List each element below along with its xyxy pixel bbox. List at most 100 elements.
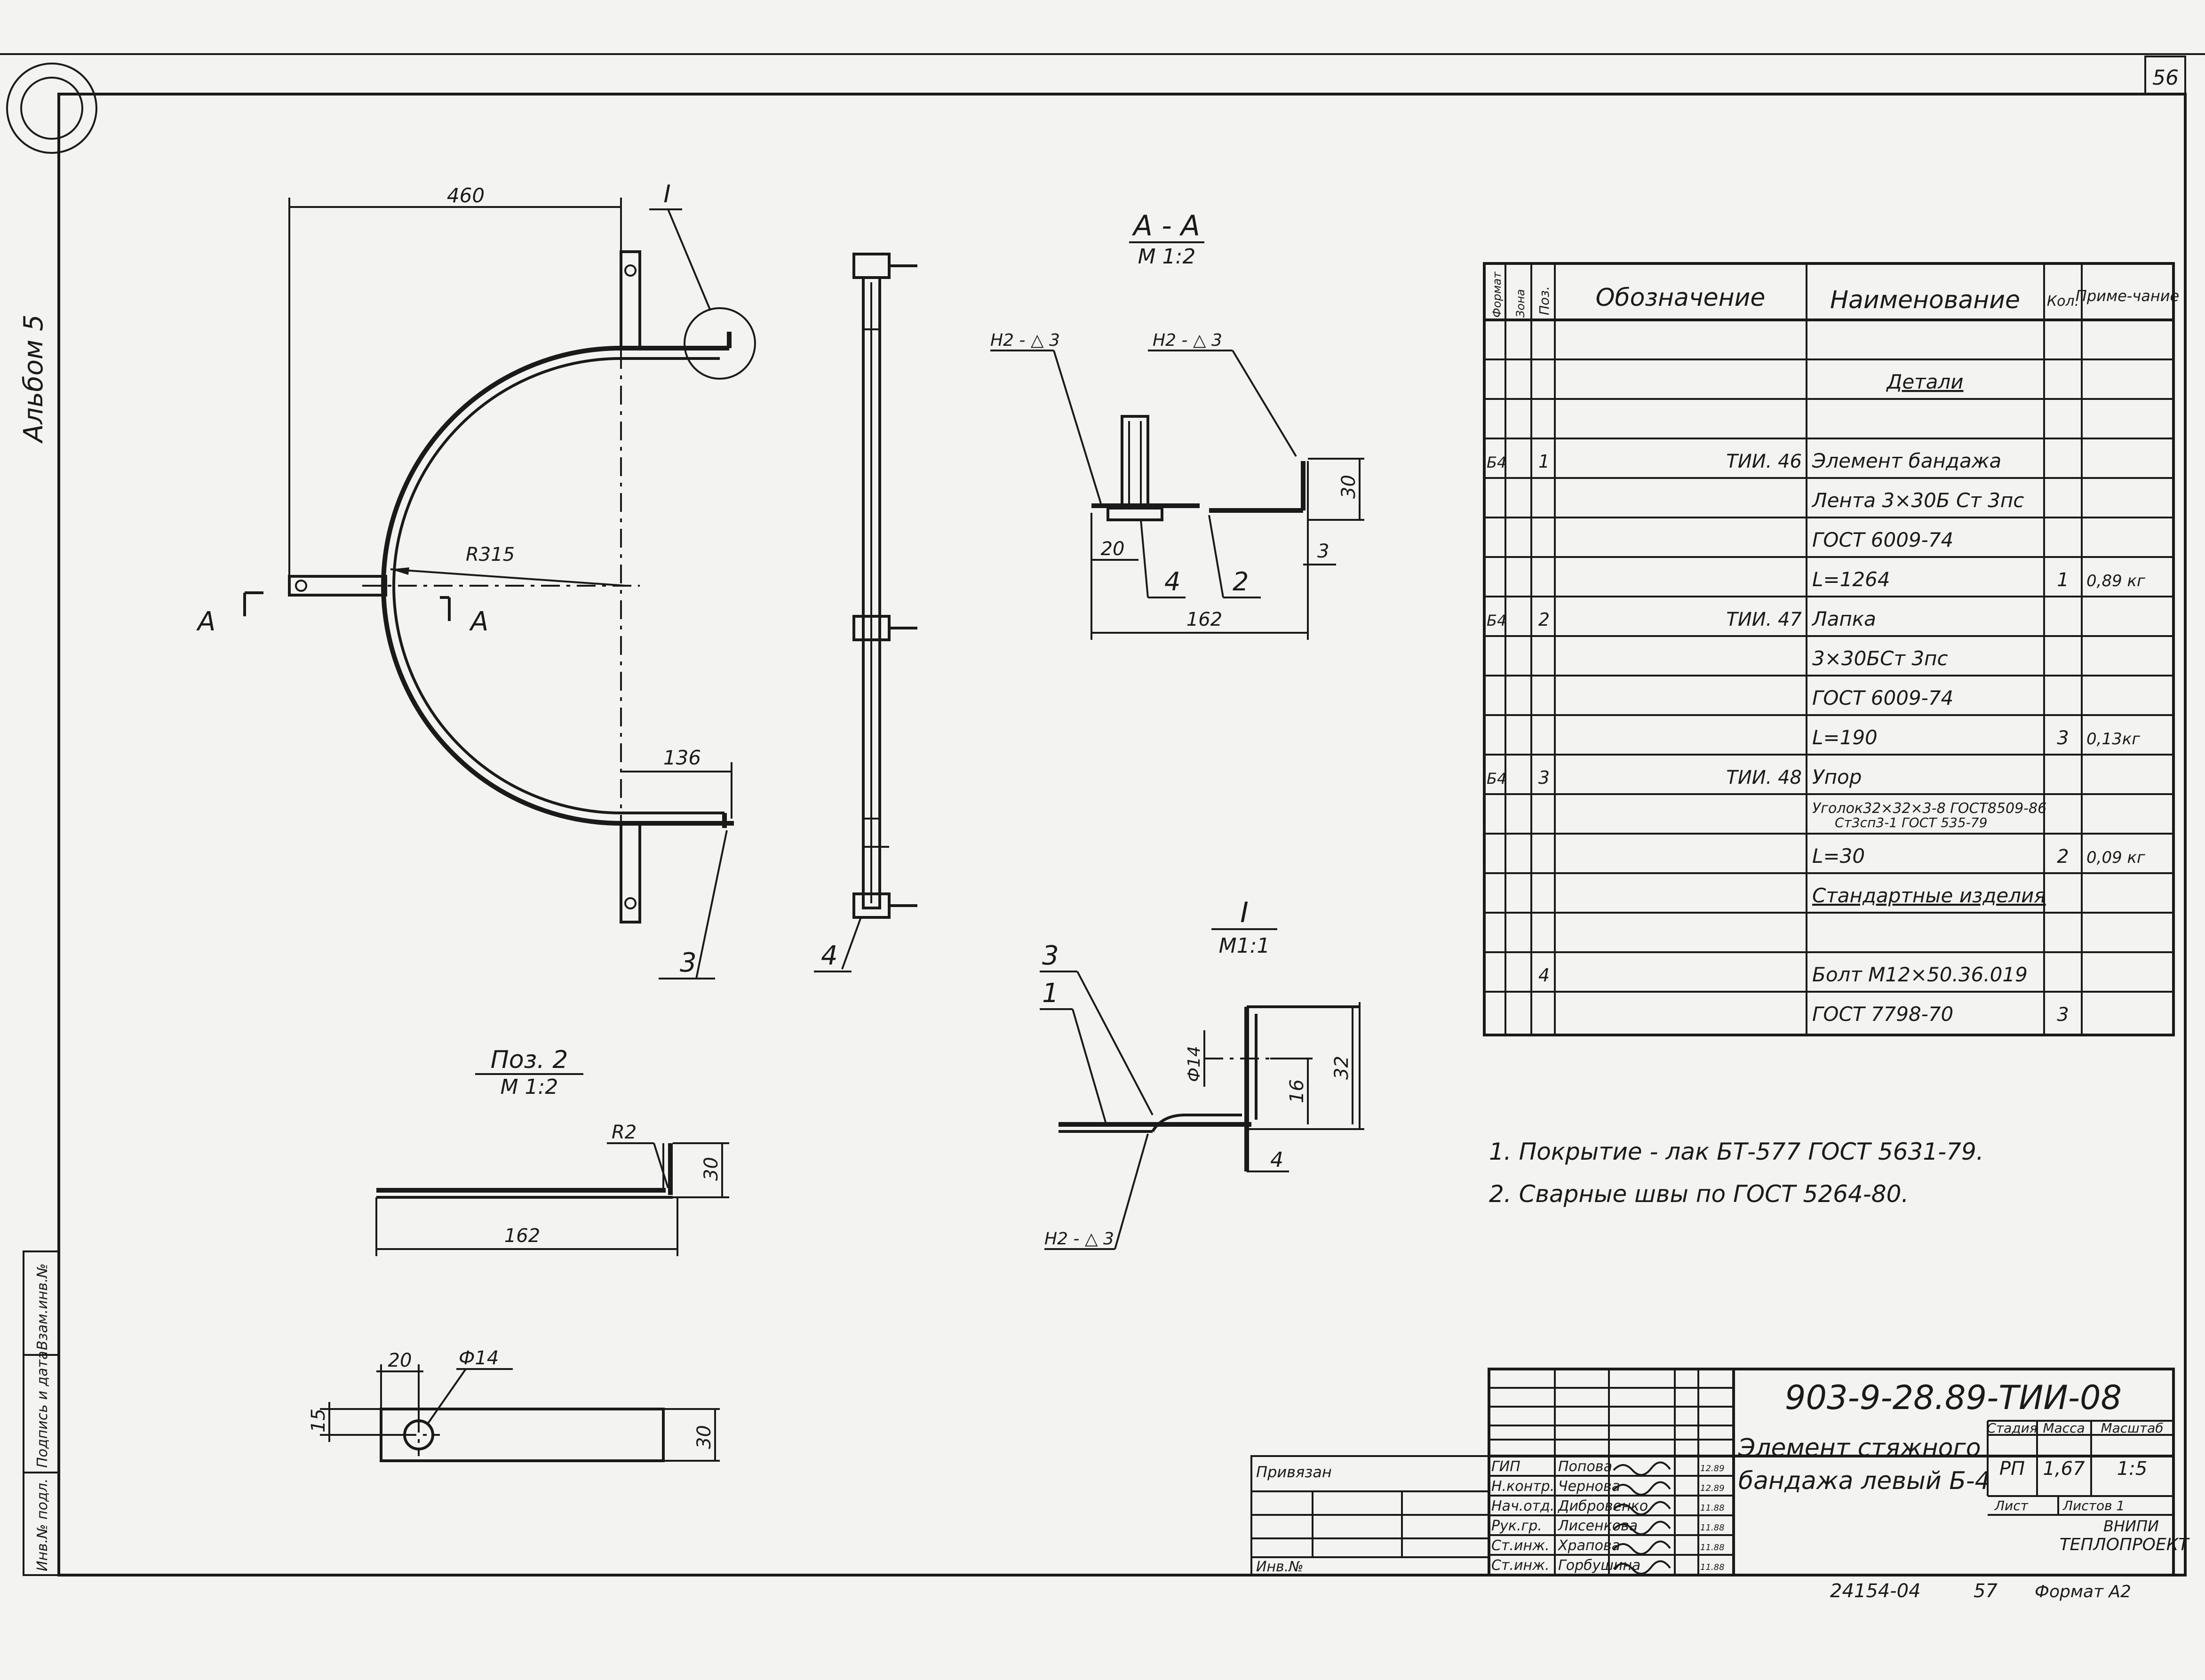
detail-i-title: I xyxy=(1240,896,1249,929)
spec-cell-qty: 1 xyxy=(2057,569,2069,591)
spec-cell-name: ГОСТ 7798-70 xyxy=(1812,1003,1953,1026)
staff-date: 12.89 xyxy=(1700,1464,1725,1473)
detail-i-pos1: 1 xyxy=(1042,978,1059,1009)
staff-date: 11.88 xyxy=(1700,1523,1725,1533)
staff-name: Чернова xyxy=(1558,1478,1620,1495)
album-label: Альбом 5 xyxy=(18,314,49,444)
plate-dim-30: 30 xyxy=(693,1425,715,1449)
section-mark-left: А xyxy=(196,606,215,637)
spec-cell-qty: 2 xyxy=(2057,846,2069,868)
section-aa-dim-3: 3 xyxy=(1317,541,1329,562)
staff-date: 12.89 xyxy=(1700,1483,1725,1493)
detail-i-dim-16: 16 xyxy=(1286,1079,1308,1103)
pos2-title: Поз. 2 xyxy=(491,1046,568,1074)
side-stamp-inv: Инв.№ подл. xyxy=(34,1479,51,1571)
dim-460: 460 xyxy=(447,184,485,207)
callout-i-label: I xyxy=(663,180,670,208)
side-stamp-sign: Подпись и дата xyxy=(34,1351,51,1468)
spec-cell-pos: 4 xyxy=(1538,965,1550,986)
spec-cell-name-line2: Ст3сп3-1 ГОСТ 535-79 xyxy=(1835,815,1987,830)
spec-cell-name: Стандартные изделия xyxy=(1812,884,2046,907)
staff-role: Нач.отд. xyxy=(1491,1498,1554,1514)
spec-cell-pos: 2 xyxy=(1538,609,1550,630)
spec-cell-qty: 3 xyxy=(2057,1004,2069,1026)
side-pos4-label: 4 xyxy=(821,940,838,971)
plate-dim-d14: Ф14 xyxy=(459,1347,499,1369)
drawing-code: 903-9-28.89-ТИИ-08 xyxy=(1785,1378,2122,1417)
spec-cell-qty: 3 xyxy=(2057,727,2069,749)
stamp-seal xyxy=(6,63,97,154)
detail-i-scale: М1:1 xyxy=(1219,934,1270,958)
section-aa-weld-1: Н2 - △ 3 xyxy=(990,331,1060,350)
section-aa-weld-2: Н2 - △ 3 xyxy=(1153,331,1222,350)
detail-i-weld: Н2 - △ 3 xyxy=(1044,1229,1114,1249)
signature-mark xyxy=(1613,1521,1671,1535)
spec-cell-designation: ТИИ. 46 xyxy=(1726,451,1802,472)
spec-cell-pos: 3 xyxy=(1538,767,1550,788)
plate-view: 20 Ф14 15 30 xyxy=(308,1347,720,1462)
side-stamp-replace: Взам.инв.№ xyxy=(34,1263,51,1350)
staff-date: 11.88 xyxy=(1700,1503,1725,1513)
staff-role: ГИП xyxy=(1491,1458,1520,1475)
section-aa-pos4: 4 xyxy=(1164,567,1180,597)
spec-cell-designation: ТИИ. 48 xyxy=(1726,767,1802,788)
note-1: 1. Покрытие - лак БТ-577 ГОСТ 5631-79. xyxy=(1489,1138,1984,1165)
plate-dim-15: 15 xyxy=(308,1409,329,1433)
pos2-dim-162: 162 xyxy=(504,1225,540,1247)
dim-136: 136 xyxy=(663,746,701,769)
spec-cell-format: Б4 xyxy=(1487,454,1506,471)
mass-label: Масса xyxy=(2043,1420,2085,1436)
section-aa-pos2: 2 xyxy=(1233,567,1249,597)
spec-cell-note: 0,09 кг xyxy=(2086,848,2146,867)
org-line2: ТЕПЛОПРОЕКТ xyxy=(2060,1535,2190,1554)
staff-name: Попова xyxy=(1558,1458,1612,1475)
pos2-radius: R2 xyxy=(612,1122,637,1143)
spec-header-name: Наименование xyxy=(1830,286,2020,314)
spec-cell-format: Б4 xyxy=(1487,770,1506,788)
spec-cell-name: Детали xyxy=(1886,370,1964,393)
staff-role: Ст.инж. xyxy=(1491,1557,1550,1574)
pos2-dim-30: 30 xyxy=(701,1157,722,1181)
side-view: 4 xyxy=(814,253,917,972)
staff-name: Лисенкова xyxy=(1558,1518,1638,1534)
sheet-number: 56 xyxy=(2152,66,2179,90)
inv-no-label: Инв.№ xyxy=(1256,1559,1303,1575)
signature-mark xyxy=(1613,1481,1671,1496)
spec-header-designation: Обозначение xyxy=(1596,284,1766,312)
spec-header-pos: Поз. xyxy=(1536,286,1552,315)
signature-mark xyxy=(1613,1560,1671,1575)
bottom-format: Формат А2 xyxy=(2035,1582,2131,1601)
privyazan-label: Привязан xyxy=(1256,1463,1332,1481)
section-aa-scale: М 1:2 xyxy=(1138,245,1196,269)
spec-cell-name: L=30 xyxy=(1812,844,1865,868)
section-aa: А - А М 1:2 162 20 30 3 Н2 - △ 3 Н2 - △ … xyxy=(990,209,1364,640)
spec-cell-name: L=1264 xyxy=(1812,568,1890,591)
scale-label: Масштаб xyxy=(2101,1420,2163,1436)
section-aa-title: А - А xyxy=(1131,209,1200,242)
mass-value: 1,67 xyxy=(2043,1458,2085,1480)
spec-header-format: Формат xyxy=(1490,271,1504,318)
detail-i: I М1:1 32 16 Ф14 4 3 1 Н2 - △ 3 xyxy=(1040,896,1364,1250)
stage-value: РП xyxy=(1999,1458,2025,1480)
sheet-frame: 56 Альбом 5 xyxy=(0,53,2205,1576)
spec-header-note: Приме-чание xyxy=(2076,287,2179,305)
staff-role: Рук.гр. xyxy=(1491,1518,1542,1534)
spec-cell-name: Лента 3×30Б Ст 3пс xyxy=(1811,489,2024,512)
drawing-title-line2: бандажа левый Б-4 xyxy=(1738,1467,1990,1495)
notes: 1. Покрытие - лак БТ-577 ГОСТ 5631-79. 2… xyxy=(1489,1138,1984,1208)
section-aa-dim-30: 30 xyxy=(1338,475,1360,499)
section-mark-right: А xyxy=(469,606,488,637)
spec-cell-note: 0,89 кг xyxy=(2086,572,2146,590)
spec-cell-designation: ТИИ. 47 xyxy=(1726,609,1802,630)
spec-cell-name: ГОСТ 6009-74 xyxy=(1812,686,1953,709)
sheets-label: Листов 1 xyxy=(2062,1498,2125,1513)
spec-cell-name: L=190 xyxy=(1812,726,1878,749)
pos3-label: 3 xyxy=(680,947,697,978)
detail-i-dim-4: 4 xyxy=(1270,1148,1283,1172)
staff-date: 11.88 xyxy=(1700,1543,1725,1553)
staff-name: Храпова xyxy=(1557,1537,1620,1554)
spec-cell-format: Б4 xyxy=(1487,612,1506,629)
title-block: Привязан Инв.№ 903-9-28.89-ТИИ-08 Элемен… xyxy=(1250,1368,2190,1576)
section-aa-dim-162: 162 xyxy=(1186,609,1222,630)
